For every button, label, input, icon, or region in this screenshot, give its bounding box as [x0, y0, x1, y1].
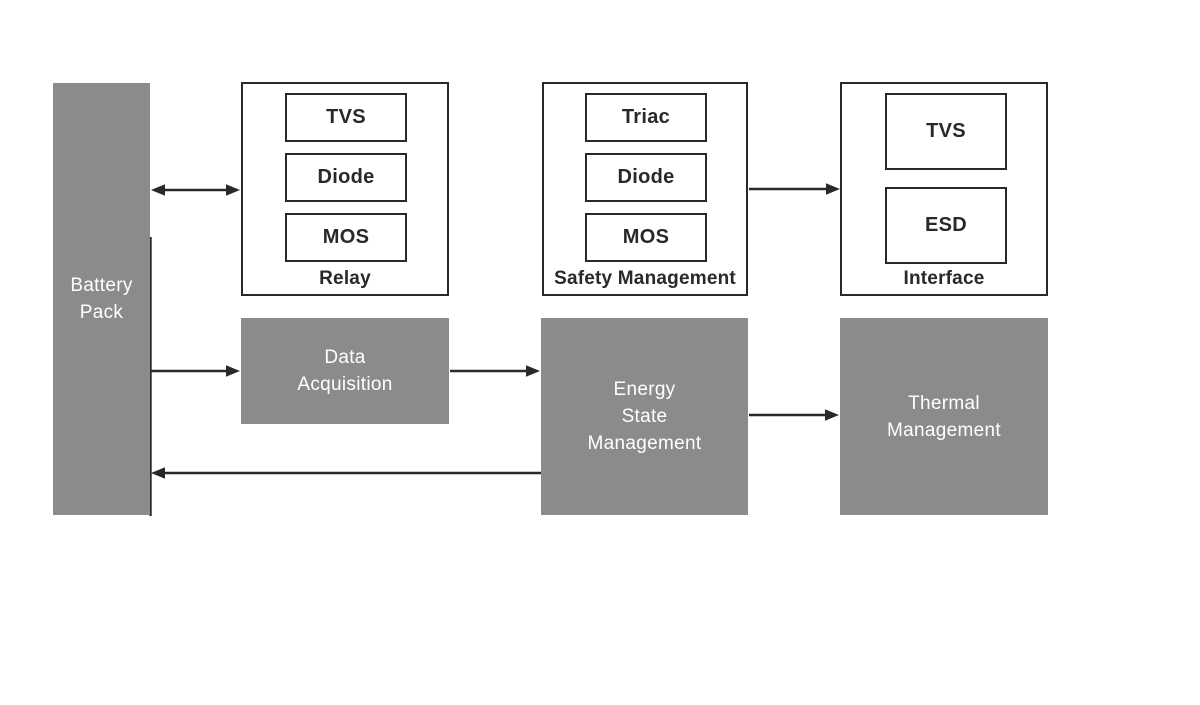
- safety-item-diode: Diode: [585, 153, 707, 202]
- safety-management-container: Triac Diode MOS Safety Management: [542, 82, 748, 296]
- energy-state-management-node: Energy State Management: [541, 318, 748, 515]
- battery-pack-node: Battery Pack: [53, 83, 150, 515]
- data-acquisition-label-line2: Acquisition: [297, 374, 393, 395]
- interface-item-esd: ESD: [885, 187, 1007, 264]
- battery-pack-label-line1: Battery: [70, 275, 133, 296]
- arrow-battery-data-acquisition: [151, 365, 240, 377]
- arrow-battery-relay: [151, 184, 240, 196]
- relay-item-tvs: TVS: [285, 93, 407, 142]
- data-acquisition-label-line1: Data: [324, 347, 366, 368]
- arrow-energy-battery-return: [151, 467, 541, 479]
- safety-management-container-label: Safety Management: [554, 268, 736, 289]
- energy-label-line3: Management: [587, 433, 702, 454]
- safety-item-triac: Triac: [585, 93, 707, 142]
- thermal-label-line2: Management: [887, 419, 1001, 441]
- relay-item-diode: Diode: [285, 153, 407, 202]
- interface-container-label: Interface: [903, 268, 985, 289]
- arrow-data-acquisition-energy: [450, 365, 540, 377]
- arrow-energy-thermal: [749, 409, 839, 421]
- relay-item-mos: MOS: [285, 213, 407, 262]
- thermal-management-node: Thermal Management: [840, 318, 1048, 515]
- safety-item-mos: MOS: [585, 213, 707, 262]
- interface-container: TVS ESD Interface: [840, 82, 1048, 296]
- data-acquisition-node: Data Acquisition: [241, 318, 449, 424]
- energy-label-line1: Energy: [613, 379, 676, 400]
- energy-label-line2: State: [621, 406, 668, 427]
- battery-pack-label-line2: Pack: [79, 302, 124, 323]
- thermal-label-line1: Thermal: [908, 392, 980, 414]
- arrow-safety-interface: [749, 183, 840, 195]
- relay-container: TVS Diode MOS Relay: [241, 82, 449, 296]
- relay-container-label: Relay: [319, 268, 371, 289]
- interface-item-tvs: TVS: [885, 93, 1007, 170]
